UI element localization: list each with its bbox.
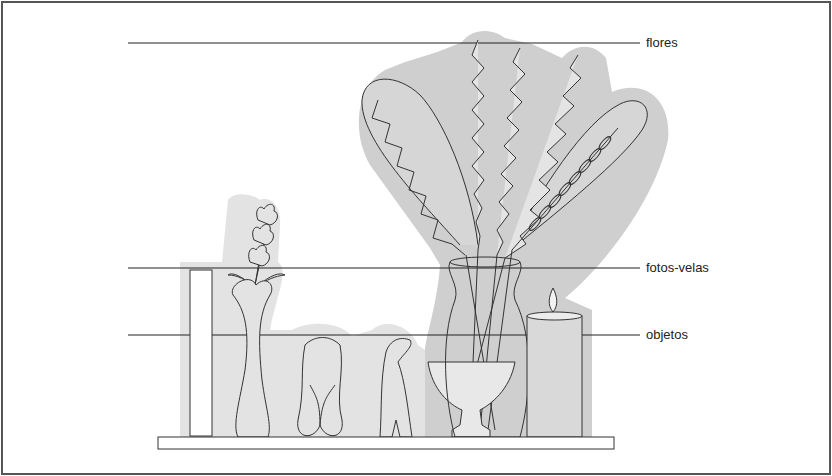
flower-spike (472, 40, 484, 250)
leaf-shape (508, 101, 647, 252)
bud-vase (228, 204, 285, 437)
shelf-level-label: flores (646, 35, 678, 51)
candle (527, 288, 582, 437)
guide-line (128, 42, 640, 43)
tooth-object (298, 338, 343, 436)
halo-left (180, 194, 425, 442)
tooth-detail (310, 385, 335, 425)
leaf-zigzag (372, 100, 465, 255)
figurine-object (380, 339, 412, 438)
photo-frame (190, 270, 212, 436)
guide-line (128, 267, 640, 268)
shelf-level-label: fotos-velas (646, 260, 709, 276)
halo-right (359, 31, 669, 442)
shelf-board (158, 437, 614, 449)
shelf-level-label: objetos (646, 327, 688, 343)
glass-vase (446, 257, 529, 437)
fern-leaflets (527, 135, 612, 232)
leaf-shape (362, 79, 478, 245)
flower-spike (505, 55, 581, 258)
fern-stem (512, 128, 618, 250)
bowl-object (428, 362, 515, 437)
